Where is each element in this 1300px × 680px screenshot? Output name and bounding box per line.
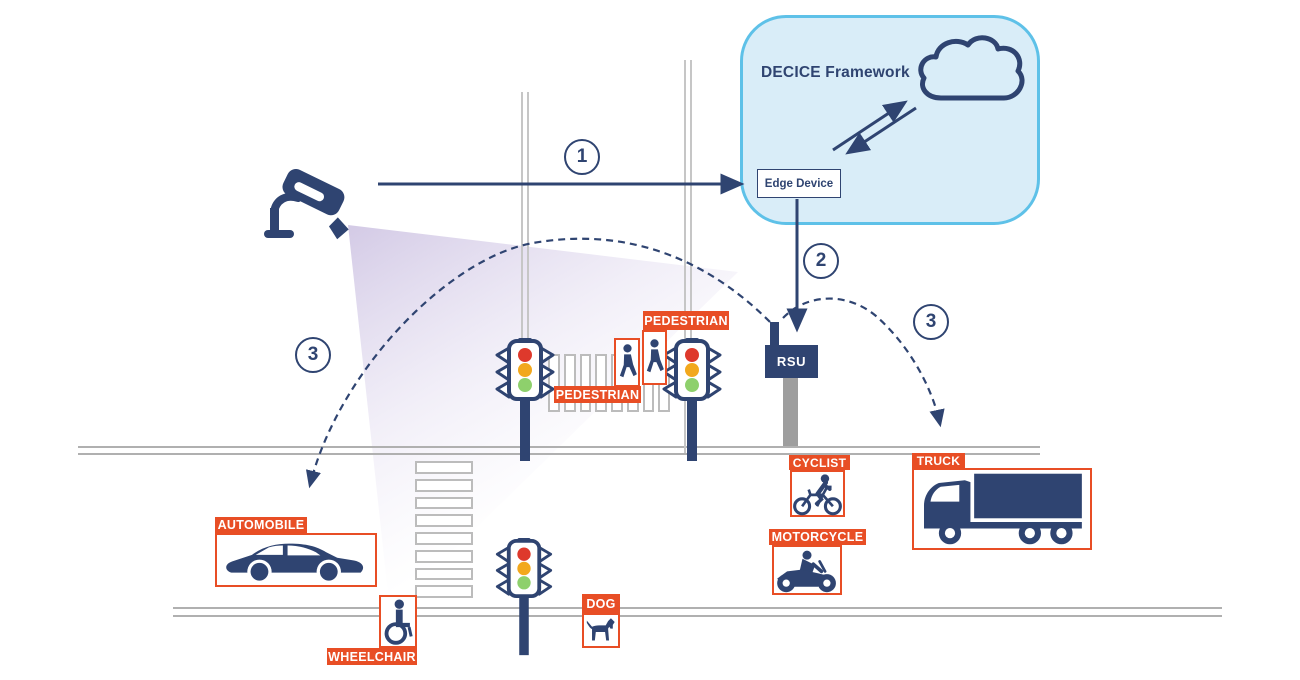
upper-road-line-top xyxy=(78,446,1040,448)
rsu-antenna xyxy=(770,322,779,346)
wheelchair-label: WHEELCHAIR xyxy=(327,648,417,665)
step-3-badge: 3 xyxy=(913,304,949,340)
automobile-icon xyxy=(226,543,364,584)
step-3-badge: 3 xyxy=(295,337,331,373)
wheelchair-bbox xyxy=(379,595,417,648)
step-2-badge: 2 xyxy=(803,243,839,279)
cloud-icon xyxy=(918,35,1025,101)
dog-icon xyxy=(586,617,615,640)
wheelchair-icon xyxy=(384,598,413,645)
motorcycle-icon xyxy=(777,550,836,592)
crosswalk-stripe xyxy=(415,532,473,545)
crosswalk-stripe xyxy=(415,478,473,492)
traffic-light-icon xyxy=(495,338,555,461)
pedestrian-label: PEDESTRIAN xyxy=(554,386,641,403)
traffic-light-icon xyxy=(662,338,722,461)
crosswalk-stripe xyxy=(415,496,473,510)
automobile-label: AUTOMOBILE xyxy=(215,517,307,533)
step-1-badge: 1 xyxy=(564,139,600,175)
cyclist-icon xyxy=(793,473,842,515)
decice-framework-panel: DECICE Framework Edge Device xyxy=(740,15,1040,225)
crosswalk-stripe xyxy=(563,354,576,412)
crosswalk-stripe xyxy=(415,567,473,581)
decice-framework-title: DECICE Framework xyxy=(761,64,910,81)
traffic-light-icon xyxy=(495,538,553,656)
rsu-unit: RSU xyxy=(765,345,818,378)
lower-road-line-bottom xyxy=(173,615,1222,617)
dog-label: DOG xyxy=(582,594,620,613)
cyclist-label: CYCLIST xyxy=(789,455,850,470)
crosswalk-stripe xyxy=(579,354,592,412)
pedestrian-bbox xyxy=(642,330,667,385)
pedestrian-label: PEDESTRIAN xyxy=(643,311,729,330)
cyclist-bbox xyxy=(790,470,845,517)
upper-road-line-bottom xyxy=(78,453,1040,455)
crosswalk-stripe xyxy=(415,585,473,598)
rsu-label: RSU xyxy=(776,354,807,369)
automobile-bbox xyxy=(215,533,377,587)
pedestrian-icon xyxy=(619,343,637,377)
edge-device-box: Edge Device xyxy=(757,169,841,198)
crosswalk-stripe xyxy=(415,461,473,474)
pedestrian-icon xyxy=(646,338,664,372)
cctv-camera-icon xyxy=(264,168,349,240)
dog-bbox xyxy=(582,613,620,648)
truck-icon xyxy=(924,473,1082,545)
crosswalk-stripe xyxy=(595,354,607,412)
truck-bbox xyxy=(912,468,1092,550)
truck-label: TRUCK xyxy=(912,453,965,468)
crosswalk-stripe xyxy=(415,514,473,527)
crosswalk-bottom xyxy=(415,461,473,598)
crosswalk-stripe xyxy=(415,549,473,563)
edge-device-label: Edge Device xyxy=(764,177,834,190)
motorcycle-bbox xyxy=(772,545,842,595)
lower-road-line-top xyxy=(173,607,1222,609)
motorcycle-label: MOTORCYCLE xyxy=(769,529,866,545)
pedestrian-bbox xyxy=(614,338,640,387)
rsu-pole xyxy=(783,378,798,446)
